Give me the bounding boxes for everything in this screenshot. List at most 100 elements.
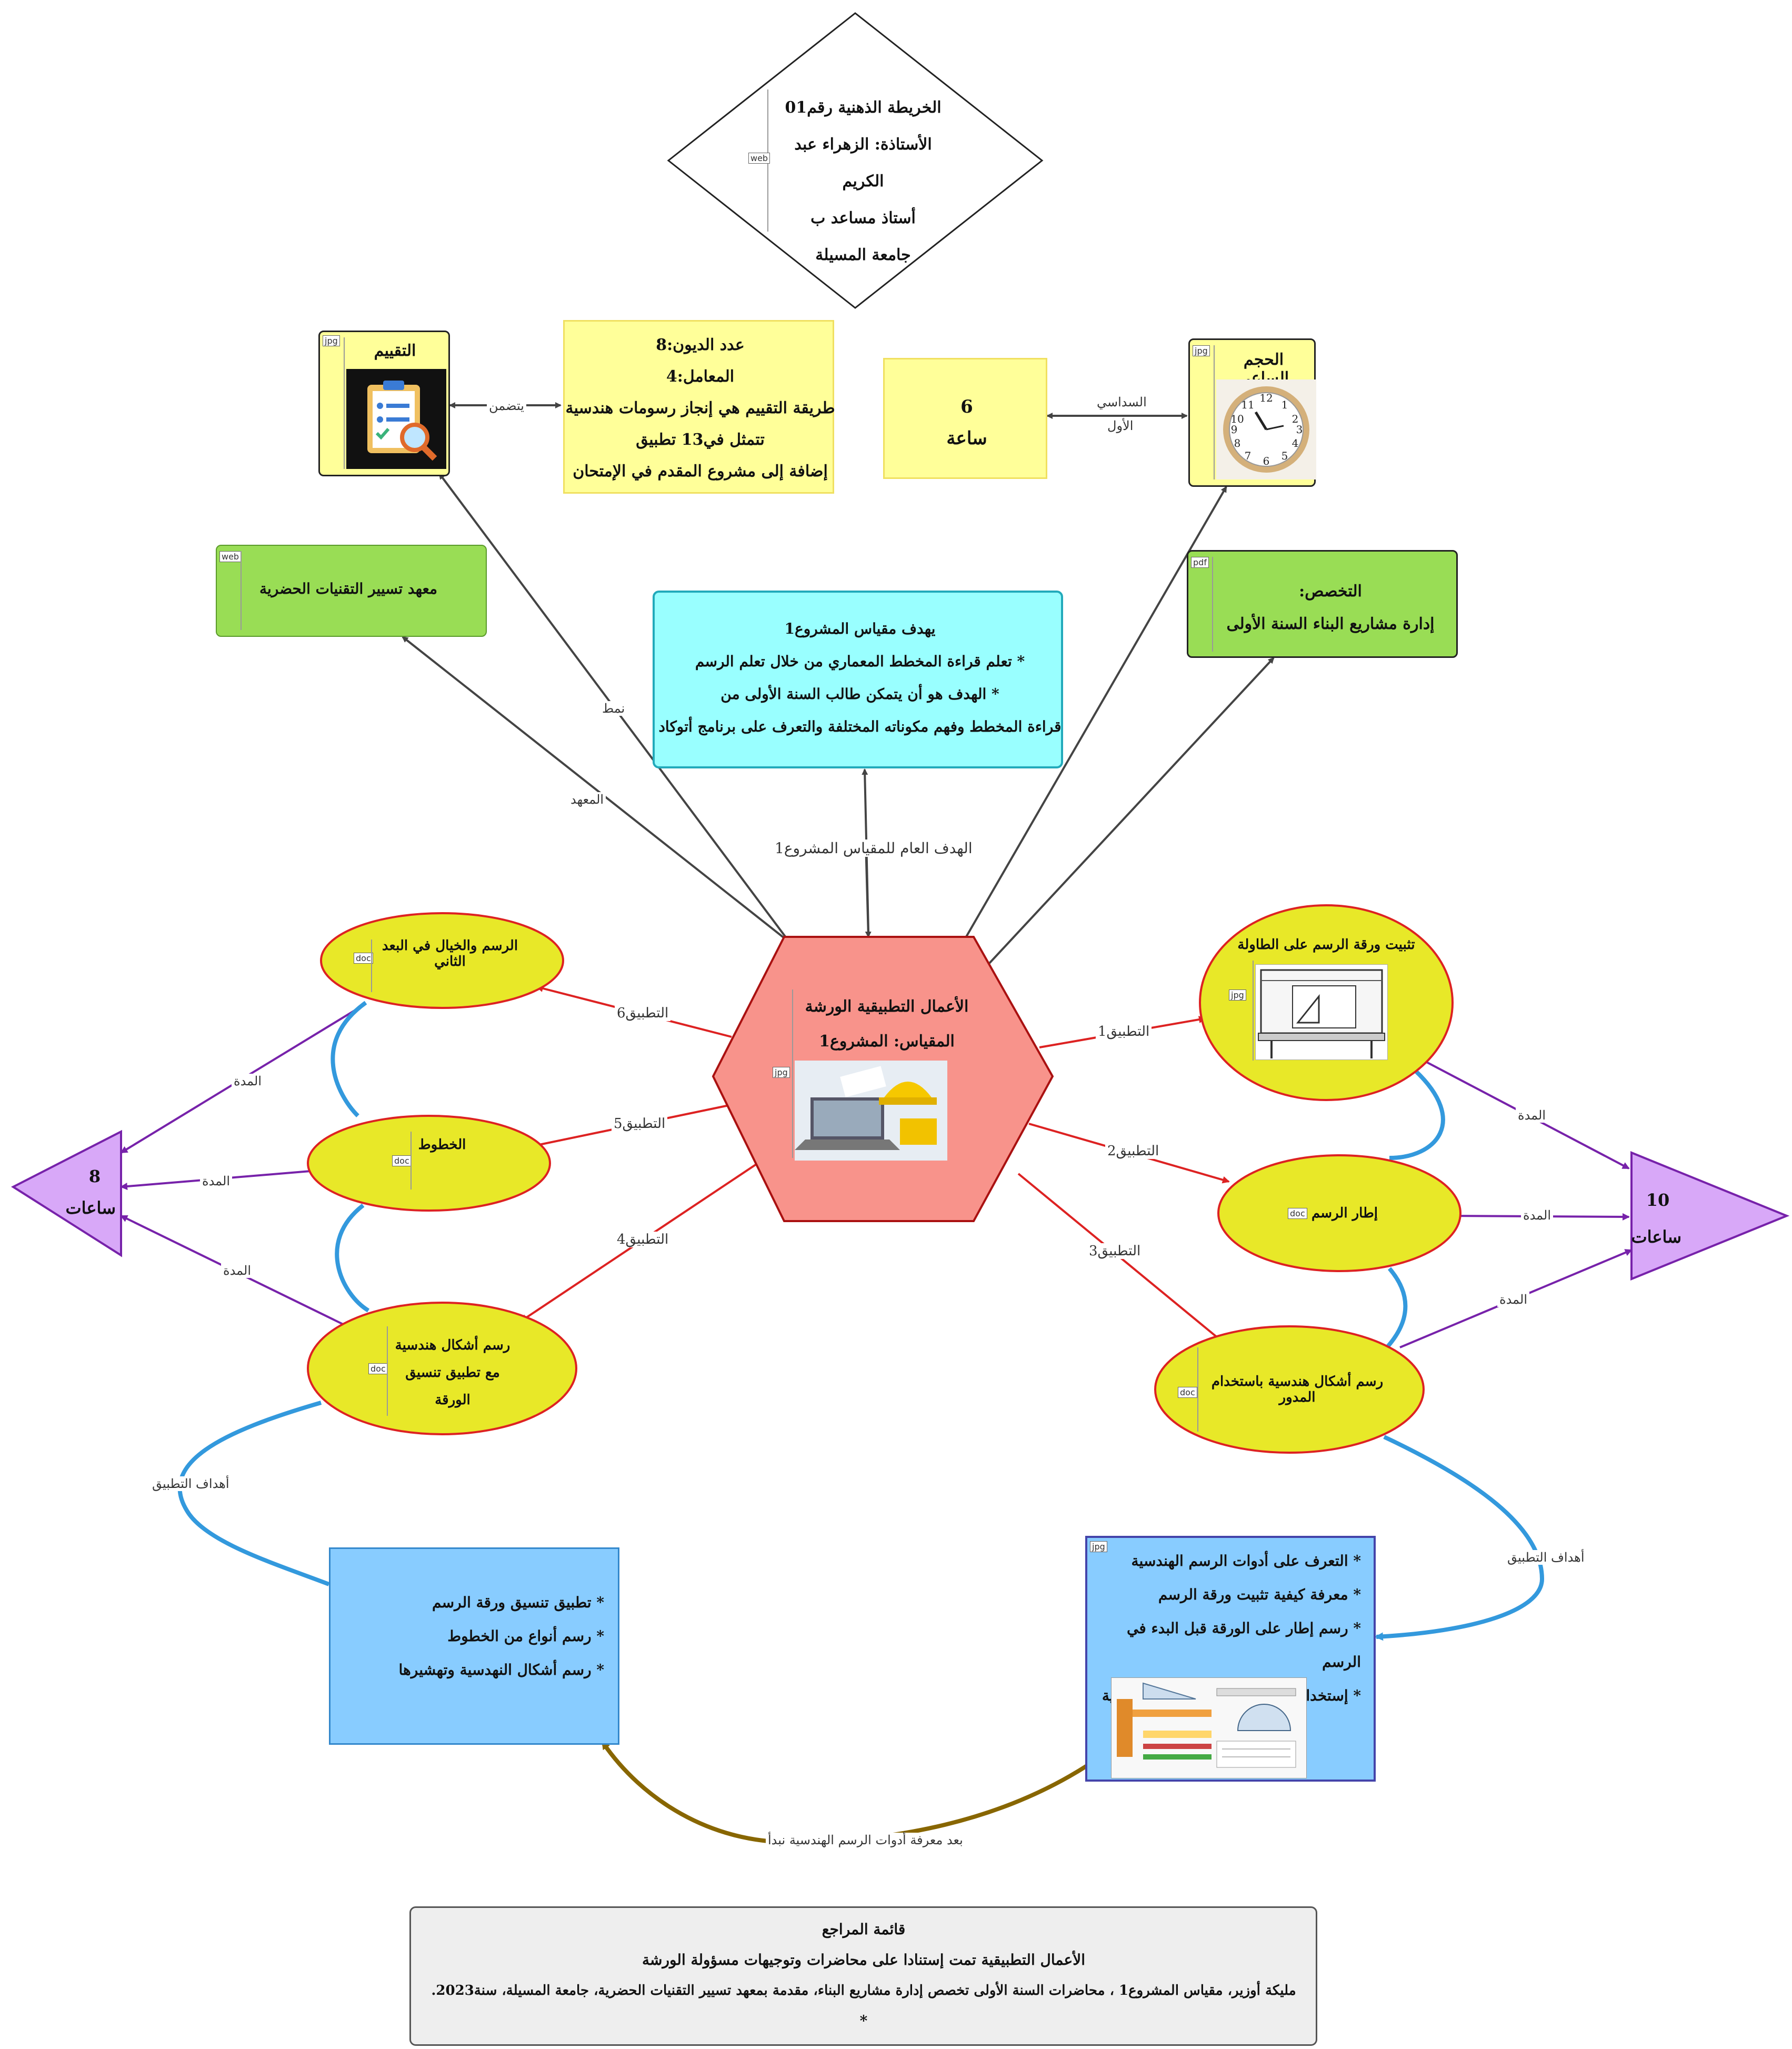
evaluation-title: التقييم (374, 342, 416, 360)
left-app-1-title: الرسم والخيال في البعد الثاني (382, 938, 518, 969)
label-first: الأول (1105, 418, 1136, 433)
hours-node[interactable]: 6 ساعة (883, 358, 1047, 479)
right-goals-tag[interactable]: jpg (1090, 1541, 1107, 1552)
details-line5: إضافة إلى مشروع المقدم في الإمتحان (573, 462, 828, 481)
svg-text:1: 1 (1282, 398, 1288, 411)
details-line4: تتمثل في13 تطبيق (636, 431, 765, 449)
svg-text:10: 10 (1230, 413, 1244, 425)
right-goals-node[interactable]: jpg * التعرف على أدوات الرسم الهندسية * … (1085, 1536, 1376, 1782)
institute-node[interactable]: web معهد تسيير التقنيات الحضرية (216, 545, 487, 637)
label-pattern: نمط (600, 701, 627, 716)
edge-app3 (1017, 1173, 1227, 1346)
specialty-line2: إدارة مشاريع البناء السنة الأولى (1226, 615, 1435, 633)
left-app-2-tag[interactable]: doc (392, 1155, 412, 1166)
label-duration-r1: المدة (1516, 1108, 1548, 1123)
center-line2: المقياس: المشروع1 (819, 1032, 955, 1051)
label-includes: يتضمن (487, 398, 526, 413)
label-duration-l2: المدة (200, 1174, 233, 1188)
references-node[interactable]: قائمة المراجع الأعمال التطبيقية تمت إستن… (409, 1906, 1317, 2046)
label-semester: السداسي (1095, 395, 1149, 409)
header-diamond (667, 12, 1044, 309)
right-goal-3: * رسم إطار على الورقة قبل البدء في الرسم (1126, 1620, 1361, 1671)
label-app2: التطبيق2 (1105, 1143, 1162, 1159)
details-line2: المعامل:4 (666, 367, 735, 386)
left-app-1-tag[interactable]: doc (354, 953, 373, 964)
curve-left-1-2 (331, 1001, 367, 1117)
right-app-2-tag[interactable]: doc (1288, 1208, 1307, 1219)
references-title: قائمة المراجع (822, 1921, 906, 1938)
drafting-table-sketch (1255, 964, 1388, 1060)
construction-photo (795, 1061, 947, 1161)
right-app-2-shape (1217, 1154, 1461, 1272)
svg-text:12: 12 (1259, 392, 1273, 404)
svg-text:2: 2 (1292, 413, 1299, 425)
label-institute: المعهد (568, 792, 606, 807)
label-app5: التطبيق5 (612, 1116, 668, 1132)
header-text: الخريطة الذهنية رقم01 الأستاذة: الزهراء … (774, 89, 953, 274)
label-after-knowing: بعد معرفة أدوات الرسم الهندسية نبدأ (766, 1833, 965, 1847)
curve-left-2-3 (335, 1203, 370, 1313)
curve-after-knowing (600, 1741, 1088, 1845)
label-app1: التطبيق1 (1096, 1024, 1152, 1040)
specialty-node[interactable]: pdf التخصص: إدارة مشاريع البناء السنة ال… (1187, 550, 1458, 658)
references-line2: الأعمال التطبيقية تمت إستنادا على محاضرا… (642, 1951, 1086, 1968)
objective-line1: يهدف مقياس المشروع1 (784, 620, 936, 637)
hourly-volume-tag[interactable]: jpg (1193, 345, 1210, 356)
label-app-goals-right: أهداف التطبيق (1505, 1550, 1587, 1565)
label-duration-l1: المدة (232, 1074, 264, 1088)
edge-to-institute (402, 636, 790, 943)
hours-number: 6 (960, 396, 973, 417)
curve-right-1-2 (1389, 1070, 1445, 1160)
details-line1: عدد الديون:8 (656, 336, 745, 354)
right-triangle-unit: ساعات (1631, 1227, 1681, 1247)
objective-line3: * الهدف هو أن يتمكن طالب السنة الأولى من (720, 685, 999, 703)
left-goals-node[interactable]: * تطبيق تنسيق ورقة الرسم * رسم أنواع من … (329, 1547, 619, 1745)
edge-to-specialty (988, 657, 1275, 964)
right-app-3-shape (1154, 1325, 1425, 1454)
curve-left-goals (177, 1401, 330, 1586)
specialty-tag[interactable]: pdf (1191, 557, 1209, 568)
objective-line4: قراءة المخطط وفهم مكوناته المختلفة والتع… (658, 718, 1062, 735)
label-duration-l3: المدة (221, 1263, 254, 1278)
references-line4: * (859, 2012, 868, 2030)
left-app-3-shape (307, 1302, 577, 1435)
label-app6: التطبيق6 (615, 1005, 671, 1021)
header-line3: أستاذ مساعد ب (810, 209, 916, 227)
left-app-3-title: رسم أشكال هندسية (395, 1337, 510, 1353)
curve-right-goals (1375, 1435, 1545, 1641)
label-general-goal: الهدف العام للمقياس المشروع1 (773, 839, 975, 857)
svg-text:4: 4 (1292, 437, 1299, 449)
header-line4: جامعة المسيلة (815, 246, 911, 264)
objective-node[interactable]: يهدف مقياس المشروع1 * تعلم قراءة المخطط … (653, 591, 1063, 768)
evaluation-node[interactable]: jpg التقييم (318, 331, 450, 476)
left-triangle (11, 1130, 122, 1257)
left-app-3-title2: مع تطبيق تنسيق الورقة (405, 1365, 500, 1408)
institute-tag[interactable]: web (219, 551, 242, 562)
label-duration-r2: المدة (1521, 1208, 1554, 1223)
label-app3: التطبيق3 (1087, 1243, 1143, 1259)
label-app-goals-left: أهداف التطبيق (150, 1476, 232, 1491)
evaluation-tag[interactable]: jpg (323, 335, 340, 346)
right-app-3-title: رسم أشكال هندسية باستخدام المدور (1211, 1374, 1384, 1405)
right-goal-1: * التعرف على أدوات الرسم الهندسية (1131, 1552, 1361, 1570)
right-app-2-title: إطار الرسم (1311, 1205, 1378, 1221)
left-triangle-num: 8 (88, 1166, 101, 1186)
right-goal-2: * معرفة كيفية تثبيت ورقة الرسم (1158, 1586, 1361, 1603)
hours-unit: ساعة (946, 428, 987, 449)
header-attachment-tag[interactable]: web (748, 153, 770, 164)
header-line2: الأستاذة: الزهراء عبد الكريم (794, 135, 932, 191)
left-app-3-tag[interactable]: doc (368, 1363, 388, 1374)
svg-text:11: 11 (1241, 398, 1254, 411)
center-tag[interactable]: jpg (773, 1067, 790, 1078)
left-goal-3: * رسم أشكال النهدسية وتهشيرها (398, 1661, 604, 1678)
details-line3: طريقة التقييم هي إنجاز رسومات هندسية (565, 399, 835, 417)
right-app-1-tag[interactable]: jpg (1229, 989, 1246, 1001)
objective-line2: * تعلم قراءة المخطط المعماري من خلال تعل… (695, 653, 1025, 670)
right-app-3-tag[interactable]: doc (1178, 1387, 1197, 1398)
label-duration-r3: المدة (1497, 1292, 1530, 1307)
evaluation-details-node[interactable]: عدد الديون:8 المعامل:4 طريقة التقييم هي … (563, 320, 835, 494)
left-app-2-title: الخطوط (418, 1137, 466, 1153)
